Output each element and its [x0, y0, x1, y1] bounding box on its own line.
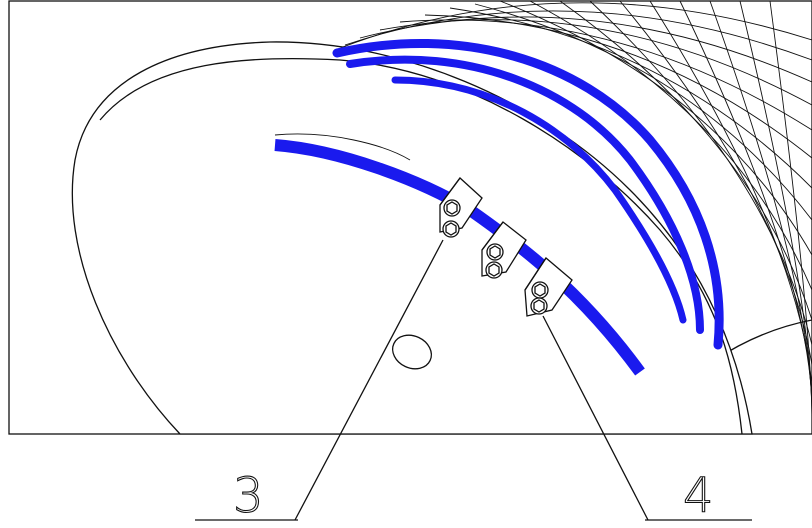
cable-clamp-3 [524, 257, 573, 317]
callout-label-4: 4 [683, 468, 714, 524]
leader-line-3 [294, 239, 444, 521]
leader-line-4 [542, 315, 649, 521]
cable-windings [332, 39, 724, 350]
callout-label-3: 3 [233, 468, 264, 524]
cable-clamp-2 [481, 221, 527, 279]
cable-clamp-1 [439, 177, 483, 238]
cable-lead-highlight [274, 133, 411, 161]
drum-windings [329, 0, 812, 425]
flange-hole [392, 334, 432, 370]
